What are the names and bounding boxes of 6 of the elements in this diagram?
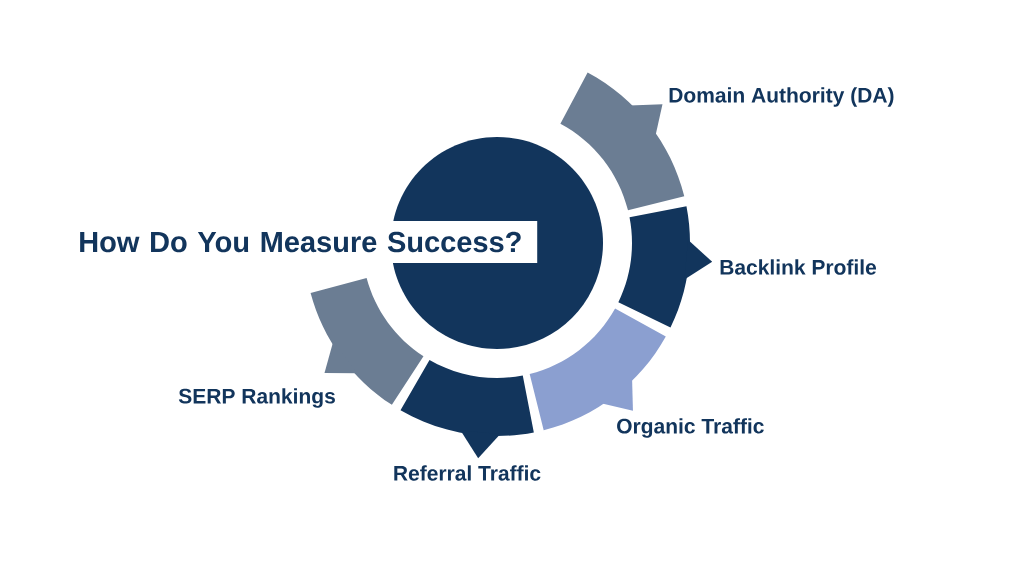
segment-label: SERP Rankings: [178, 388, 335, 408]
title-box: How Do You Measure Success?: [74, 221, 538, 263]
segment-label: Backlink Profile: [720, 259, 877, 275]
segment-label: Domain Authority (DA): [669, 87, 894, 107]
segment-label: Organic Traffic: [617, 418, 764, 438]
segment-label: Referral Traffic: [394, 465, 541, 481]
